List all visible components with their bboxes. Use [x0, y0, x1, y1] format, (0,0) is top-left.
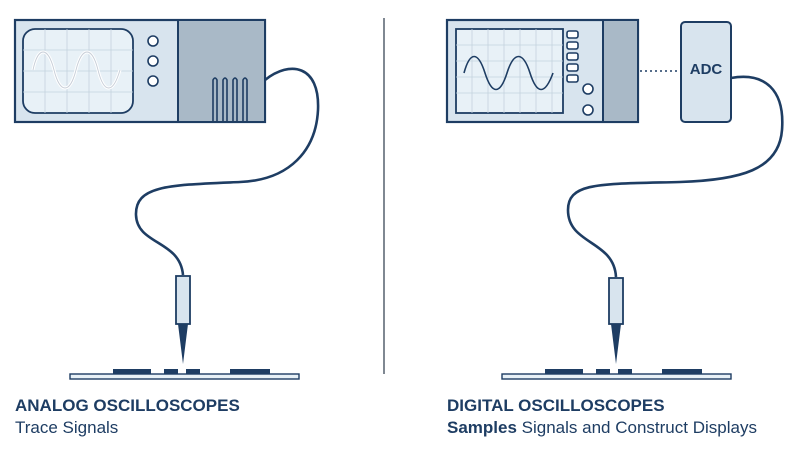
analog-screen-grid	[23, 29, 133, 113]
analog-probe-tip	[178, 324, 188, 364]
digital-subtitle: Samples Signals and Construct Displays	[447, 417, 757, 439]
adc-box	[680, 21, 732, 123]
digital-subtitle-rest: Signals and Construct Displays	[516, 418, 757, 437]
digital-screen-grid	[456, 29, 563, 113]
analog-title: ANALOG OSCILLOSCOPES	[15, 396, 240, 415]
digital-probe-body	[608, 277, 624, 325]
analog-side-panel	[178, 21, 264, 121]
analog-caption: ANALOG OSCILLOSCOPES Trace Signals	[15, 395, 240, 439]
digital-subtitle-bold: Samples	[447, 418, 517, 437]
digital-title: DIGITAL OSCILLOSCOPES	[447, 396, 665, 415]
digital-probe-tip	[611, 324, 621, 364]
analog-circuit-board	[69, 369, 300, 380]
digital-probe-cable	[566, 75, 784, 278]
digital-trace-wave	[463, 55, 554, 91]
adc-label: ADC	[689, 61, 723, 78]
digital-soft-keys	[566, 30, 579, 83]
analog-knob-3	[147, 75, 159, 87]
digital-side-panel	[603, 21, 637, 121]
digital-caption: DIGITAL OSCILLOSCOPES Samples Signals an…	[447, 395, 757, 439]
analog-knob-1	[147, 35, 159, 47]
digital-lcd-screen	[455, 28, 564, 114]
analog-probe-cable	[134, 67, 320, 276]
analog-knob-2	[147, 55, 159, 67]
analog-probe-body	[175, 275, 191, 325]
analog-vent-slots	[212, 77, 248, 121]
analog-oscilloscope	[13, 18, 320, 364]
analog-subtitle: Trace Signals	[15, 418, 119, 437]
analog-trace-wave	[31, 50, 122, 90]
digital-knob-1	[582, 83, 594, 95]
digital-circuit-board	[501, 369, 732, 380]
digital-knob-2	[582, 104, 594, 116]
digital-oscilloscope	[445, 18, 784, 364]
